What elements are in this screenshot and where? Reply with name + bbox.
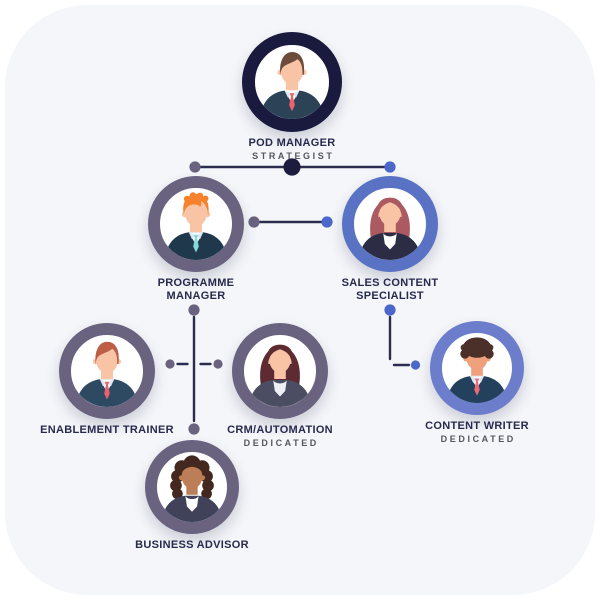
- avatar-programme-manager: [148, 176, 244, 272]
- org-node-enablement-trainer: ENABLEMENT TRAINER: [17, 323, 197, 437]
- connector-dot-gray: [188, 423, 200, 435]
- org-node-business-advisor: BUSINESS ADVISOR: [102, 440, 282, 552]
- node-title: CONTENT WRITER: [425, 420, 529, 432]
- connector-dot-gray: [188, 304, 200, 316]
- male-person-avatar-icon: [71, 335, 143, 407]
- female-person-avatar-icon: [354, 188, 426, 260]
- connector-dot-gray: [165, 359, 175, 369]
- node-title: SALES CONTENT SPECIALIST: [341, 277, 439, 302]
- avatar-crm-automation: [232, 323, 328, 419]
- male-person-avatar-icon: [255, 45, 329, 119]
- connector-dot-gray: [213, 359, 223, 369]
- female-person-avatar-icon: [157, 452, 227, 522]
- node-title: PROGRAMME MANAGER: [157, 277, 235, 302]
- node-title: BUSINESS ADVISOR: [135, 539, 249, 551]
- connector-dot-blue: [384, 161, 396, 173]
- connector-dot-gray: [189, 161, 201, 173]
- connector-dot-navy: [283, 158, 301, 176]
- female-person-avatar-icon: [244, 335, 316, 407]
- org-node-programme-manager: PROGRAMME MANAGER: [106, 176, 286, 302]
- node-title: CRM/AUTOMATION: [227, 424, 333, 436]
- connector-dot-blue: [384, 304, 396, 316]
- node-subtitle: DEDICATED: [440, 433, 516, 444]
- org-node-content-writer: CONTENT WRITER DEDICATED: [387, 321, 567, 444]
- avatar-content-writer: [430, 321, 524, 415]
- male-person-avatar-icon: [160, 188, 232, 260]
- male-person-avatar-icon: [442, 333, 512, 403]
- connector-dot-gray: [248, 216, 260, 228]
- org-node-crm-automation: CRM/AUTOMATION DEDICATED: [190, 323, 370, 448]
- node-title: ENABLEMENT TRAINER: [40, 424, 174, 436]
- avatar-enablement-trainer: [59, 323, 155, 419]
- node-subtitle: DEDICATED: [243, 437, 319, 448]
- node-subtitle: STRATEGIST: [252, 150, 335, 161]
- connector-dot-blue: [410, 360, 421, 370]
- avatar-sales-content-specialist: [342, 176, 438, 272]
- avatar-pod-manager: [242, 32, 342, 132]
- org-node-pod-manager: POD MANAGER STRATEGIST: [202, 32, 382, 161]
- connector-dot-blue: [321, 216, 333, 228]
- node-title: POD MANAGER: [248, 137, 336, 149]
- avatar-business-advisor: [145, 440, 239, 534]
- org-node-sales-content-specialist: SALES CONTENT SPECIALIST: [300, 176, 480, 302]
